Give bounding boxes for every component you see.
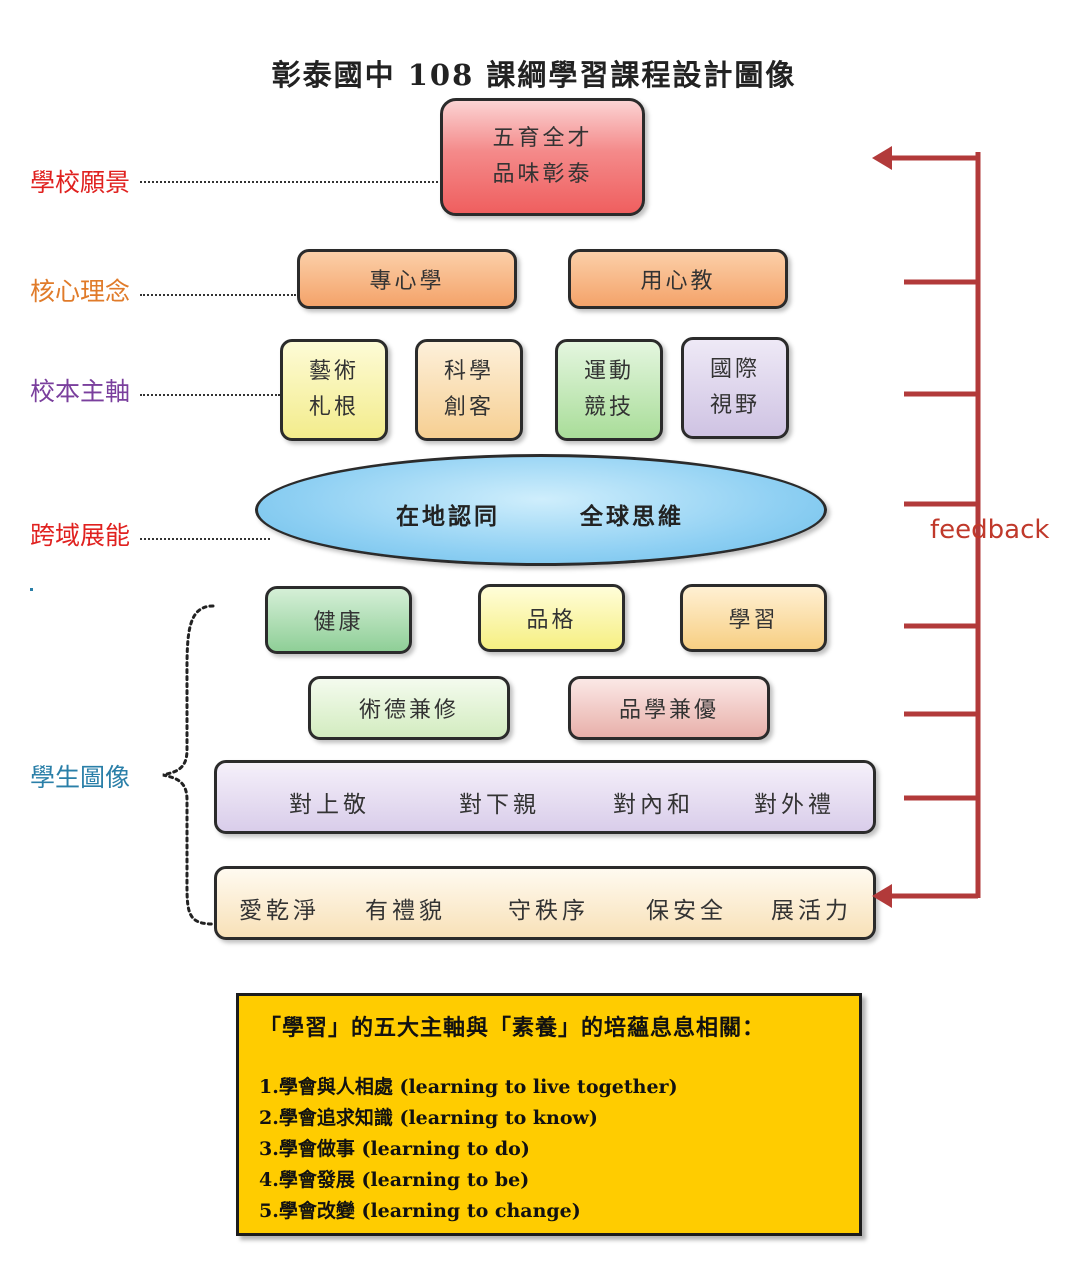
habit-item: 展活力: [771, 898, 852, 924]
label-cross: 跨域展能: [30, 521, 131, 550]
axis-science-line-1: 科學: [443, 359, 494, 384]
dual-box-skill-virtue: 術德兼修: [308, 676, 510, 740]
info-heading: 「學習」的五大主軸與「素養」的培蘊息息相關：: [259, 1015, 766, 1041]
dual-skill-virtue-text: 術德兼修: [358, 698, 459, 723]
label-student: 學生圖像: [30, 763, 131, 792]
trait-box-character: 品格: [478, 584, 625, 652]
dual-study-conduct-text: 品學兼優: [618, 698, 719, 723]
axis-box-arts: 藝術札根: [280, 339, 388, 441]
leader-cross: [140, 538, 270, 540]
core-learn-text: 專心學: [369, 269, 445, 294]
axis-arts-line-2: 札根: [308, 395, 359, 420]
habit-item: 保安全: [646, 898, 727, 924]
trait-box-learning: 學習: [680, 584, 827, 652]
stray-dot: [30, 588, 33, 591]
trait-learning-text: 學習: [728, 608, 779, 633]
vision-line-2: 品味彰泰: [492, 162, 593, 187]
trait-health-text: 健康: [313, 610, 364, 635]
cross-global-text: 全球思維: [580, 503, 684, 530]
info-item: 4.學會發展 (learning to be): [259, 1169, 530, 1191]
feedback-arrowhead-top: [872, 146, 892, 170]
info-item: 5.學會改變 (learning to change): [259, 1200, 581, 1222]
axis-sports-line-2: 競技: [583, 395, 634, 420]
relations-box: 對上敬 對下親 對內和 對外禮: [214, 760, 876, 834]
info-item: 1.學會與人相處 (learning to live together): [259, 1076, 678, 1098]
student-brace: [162, 604, 215, 926]
page-title: 彰泰國中 108 課綱學習課程設計圖像: [271, 58, 797, 92]
label-core: 核心理念: [30, 277, 131, 306]
axis-sports-line-1: 運動: [583, 359, 634, 384]
trait-character-text: 品格: [526, 608, 577, 633]
feedback-label: feedback: [930, 515, 1050, 545]
axis-science-line-2: 創客: [443, 395, 494, 420]
habits-box: 愛乾淨 有禮貌 守秩序 保安全 展活力: [214, 866, 876, 940]
relation-item: 對外禮: [754, 792, 835, 818]
habit-item: 有禮貌: [365, 898, 446, 924]
leader-core: [140, 294, 296, 296]
habit-item: 愛乾淨: [239, 898, 320, 924]
leader-axis: [140, 394, 280, 396]
vision-box: 五育全才 品味彰泰: [440, 98, 645, 216]
relation-item: 對內和: [613, 792, 694, 818]
label-axis: 校本主軸: [30, 377, 131, 406]
info-item: 3.學會做事 (learning to do): [259, 1138, 530, 1160]
cross-domain-ellipse: 在地認同 全球思維: [255, 454, 827, 566]
axis-box-sports: 運動競技: [555, 339, 663, 441]
label-vision: 學校願景: [30, 168, 131, 197]
core-box-teach: 用心教: [568, 249, 788, 309]
leader-vision: [140, 181, 438, 183]
axis-box-global: 國際視野: [681, 337, 789, 439]
core-box-learn: 專心學: [297, 249, 517, 309]
trait-box-health: 健康: [265, 586, 412, 654]
info-item: 2.學會追求知識 (learning to know): [259, 1107, 598, 1129]
feedback-loop: [872, 146, 981, 908]
axis-box-science: 科學創客: [415, 339, 523, 441]
dual-box-study-conduct: 品學兼優: [568, 676, 770, 740]
habit-item: 守秩序: [508, 898, 589, 924]
vision-line-1: 五育全才: [492, 126, 593, 151]
feedback-arrowhead-bottom: [872, 884, 892, 908]
core-teach-text: 用心教: [640, 269, 716, 294]
axis-arts-line-1: 藝術: [308, 359, 359, 384]
relation-item: 對下親: [459, 792, 540, 818]
cross-local-text: 在地認同: [396, 503, 500, 530]
axis-global-line-1: 國際: [709, 357, 760, 382]
relation-item: 對上敬: [289, 792, 370, 818]
axis-global-line-2: 視野: [709, 393, 760, 418]
info-box: 「學習」的五大主軸與「素養」的培蘊息息相關： 1.學會與人相處 (learnin…: [236, 993, 862, 1236]
